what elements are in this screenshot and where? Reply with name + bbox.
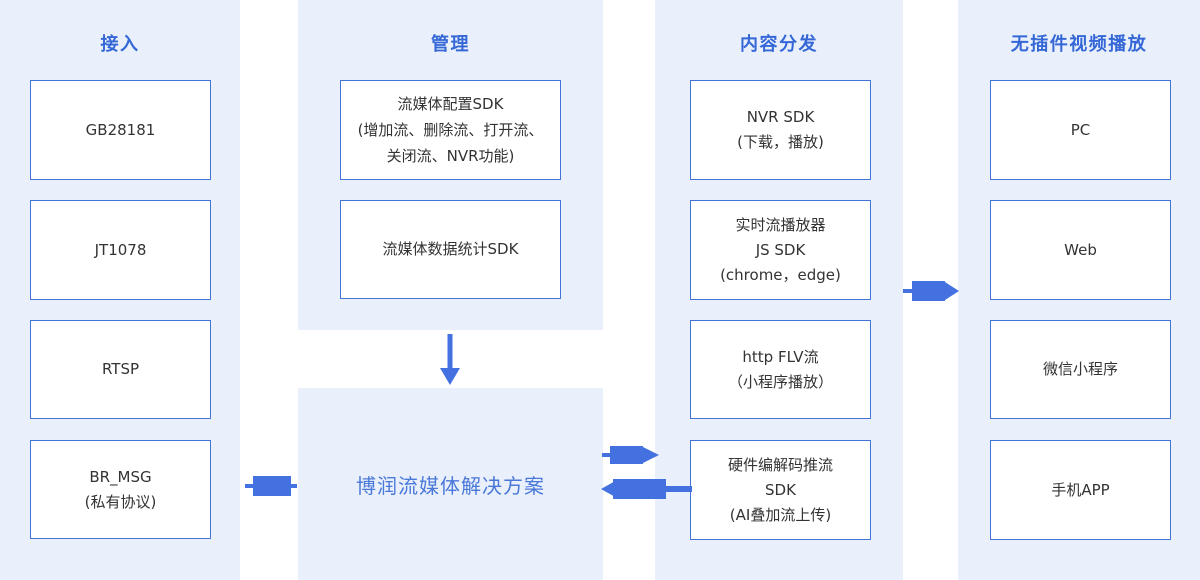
- box-line: 流媒体数据统计SDK: [382, 240, 519, 258]
- box-line: (AI叠加流上传): [729, 505, 832, 524]
- box-line: JT1078: [94, 240, 147, 259]
- box-line: 关闭流、NVR功能): [386, 147, 515, 165]
- box-line: 微信小程序: [1042, 360, 1118, 378]
- box-line: 实时流播放器: [735, 215, 826, 234]
- column-management-title: 管理: [431, 34, 470, 55]
- box-stream-config-sdk: 流媒体配置SDK (增加流、删除流、打开流、 关闭流、NVR功能): [340, 80, 561, 180]
- box-line: SDK: [765, 480, 796, 499]
- box-line: (chrome，edge): [720, 265, 841, 284]
- arrow-left-icon: [600, 478, 692, 500]
- box-rtsp: RTSP: [30, 320, 211, 419]
- arrow-down-icon: [440, 334, 460, 386]
- box-line: (私有协议): [84, 492, 157, 511]
- column-access-panel: 接入 GB28181 JT1078 RTSP BR_MSG (私有协议): [0, 0, 240, 580]
- box-line: (增加流、删除流、打开流、: [357, 121, 544, 139]
- box-pc: PC: [990, 80, 1171, 180]
- box-line: RTSP: [101, 360, 140, 378]
- arrow-right-icon: [243, 475, 301, 497]
- box-hw-codec-push-sdk: 硬件编解码推流 SDK (AI叠加流上传): [690, 440, 871, 540]
- box-line: 流媒体配置SDK: [397, 95, 504, 113]
- column-distribution-title: 内容分发: [740, 34, 818, 55]
- box-realtime-player-sdk: 实时流播放器 JS SDK (chrome，edge): [690, 200, 871, 300]
- box-line: http FLV流: [742, 347, 819, 366]
- solution-label: 博润流媒体解决方案: [356, 473, 545, 498]
- box-http-flv: http FLV流 （小程序播放）: [690, 320, 871, 419]
- box-line: （小程序播放）: [727, 372, 833, 391]
- box-nvr-sdk: NVR SDK (下载，播放): [690, 80, 871, 180]
- column-playback-title: 无插件视频播放: [1010, 34, 1148, 55]
- box-jt1078: JT1078: [30, 200, 211, 300]
- box-line: JS SDK: [755, 240, 806, 259]
- box-line: BR_MSG: [89, 467, 152, 486]
- box-line: 手机APP: [1051, 480, 1110, 499]
- box-line: GB28181: [85, 120, 156, 139]
- box-line: (下载，播放): [737, 133, 824, 151]
- box-line: NVR SDK: [746, 108, 815, 126]
- arrow-right-icon: [602, 444, 660, 466]
- box-br-msg: BR_MSG (私有协议): [30, 440, 211, 539]
- column-access-title: 接入: [100, 34, 140, 55]
- solution-panel: 博润流媒体解决方案: [298, 388, 603, 580]
- box-gb28181: GB28181: [30, 80, 211, 180]
- column-playback-panel: 无插件视频播放 PC Web 微信小程序 手机APP: [958, 0, 1200, 580]
- box-wechat-miniprogram: 微信小程序: [990, 320, 1171, 419]
- box-mobile-app: 手机APP: [990, 440, 1171, 540]
- box-line: PC: [1070, 120, 1091, 139]
- box-line: Web: [1064, 240, 1097, 259]
- box-line: 硬件编解码推流: [727, 455, 833, 474]
- column-management-panel: 管理 流媒体配置SDK (增加流、删除流、打开流、 关闭流、NVR功能) 流媒体…: [298, 0, 603, 330]
- box-web: Web: [990, 200, 1171, 300]
- arrow-right-icon: [903, 280, 959, 302]
- column-distribution-panel: 内容分发 NVR SDK (下载，播放) 实时流播放器 JS SDK (chro…: [655, 0, 903, 580]
- box-stream-stats-sdk: 流媒体数据统计SDK: [340, 200, 561, 299]
